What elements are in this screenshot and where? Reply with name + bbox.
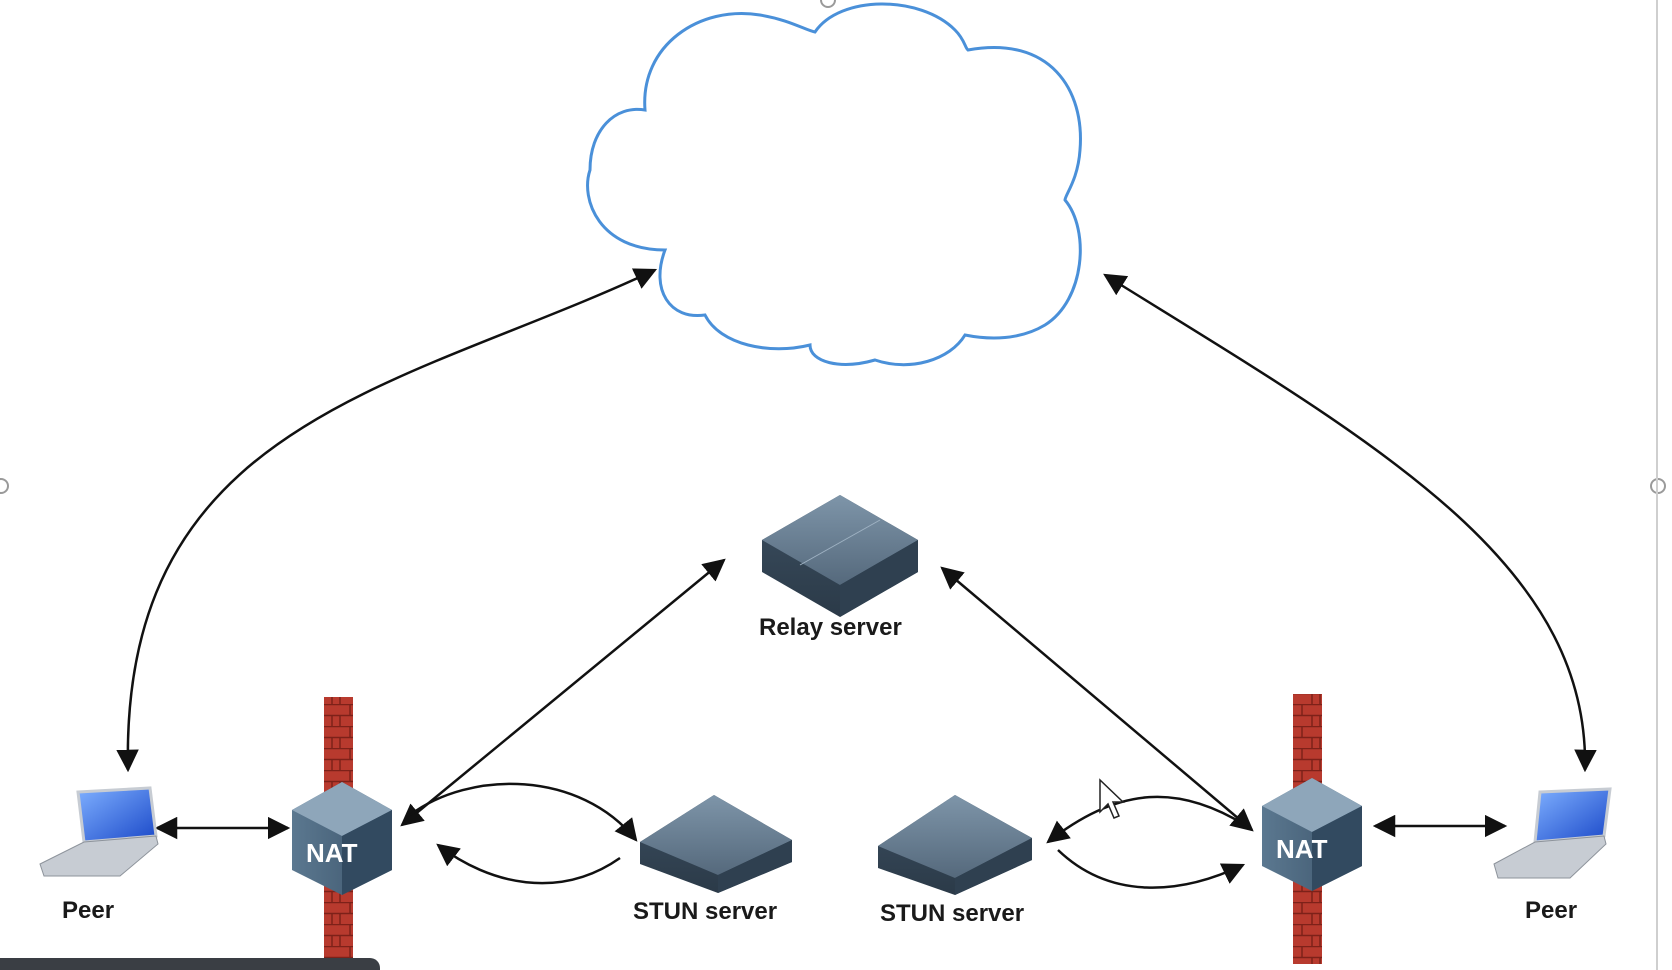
stun-server-label-right: STUN server [880,900,1025,927]
arrow-left-nat-to-stun [409,782,638,842]
nat-label-right: NAT [1276,834,1328,864]
nat-router-icon [1262,778,1362,891]
arrow-right-nat-to-stun [1046,795,1246,844]
stun-server-icon [878,795,1032,895]
frame-border [1656,0,1658,970]
stun-server-icon [640,795,792,893]
arrow-left-peer-cloud [116,268,658,773]
resize-handle-right[interactable] [1650,478,1666,494]
arrow-left-stun-to-nat [436,843,621,885]
relay-server-icon [762,495,918,617]
laptop-icon [1493,787,1612,879]
resize-handle-left[interactable] [0,478,9,494]
stun-server-label-left: STUN server [633,898,778,925]
relay-server-label: Relay server [759,614,902,641]
arrow-left-nat-relay [400,558,726,827]
laptop-icon [39,786,159,877]
cloud-icon [586,2,1082,367]
mouse-cursor-icon [1099,778,1125,819]
arrow-right-stun-to-nat [1057,849,1246,889]
arrow-right-peer-cloud [1103,273,1597,773]
arrow-right-nat-relay [940,566,1254,832]
bottom-toolbar [0,958,380,970]
nat-router-icon [292,782,392,895]
peer-label-right: Peer [1525,897,1578,924]
peer-label-left: Peer [62,897,115,924]
nat-label-left: NAT [306,838,358,868]
